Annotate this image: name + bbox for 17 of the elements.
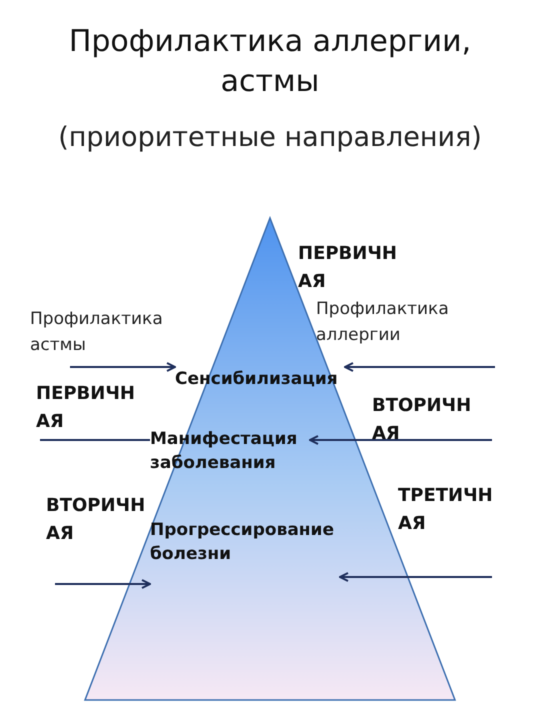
- side-label: Профилактика астмы: [30, 308, 164, 357]
- level-label: ВТОРИЧН АЯ: [372, 394, 472, 446]
- arrow: [55, 579, 151, 589]
- subtitle: (приоритетные направления): [57, 121, 483, 155]
- title: Профилактика аллергии, астмы: [68, 23, 472, 101]
- arrow: [344, 362, 495, 372]
- level-label: ПЕРВИЧН АЯ: [36, 382, 136, 434]
- level-label: ТРЕТИЧН АЯ: [398, 484, 494, 536]
- level-label: ВТОРИЧН АЯ: [46, 494, 146, 546]
- level-label: ПЕРВИЧН АЯ: [298, 242, 398, 294]
- arrow: [339, 572, 492, 582]
- arrow: [309, 435, 492, 445]
- side-label: Профилактика аллергии: [316, 298, 450, 347]
- arrow: [70, 362, 176, 372]
- stage-label: Манифестация заболевания: [150, 425, 310, 481]
- stage-label: Прогрессирование болезни: [150, 518, 340, 590]
- stage-label: Сенсибилизация: [175, 363, 345, 395]
